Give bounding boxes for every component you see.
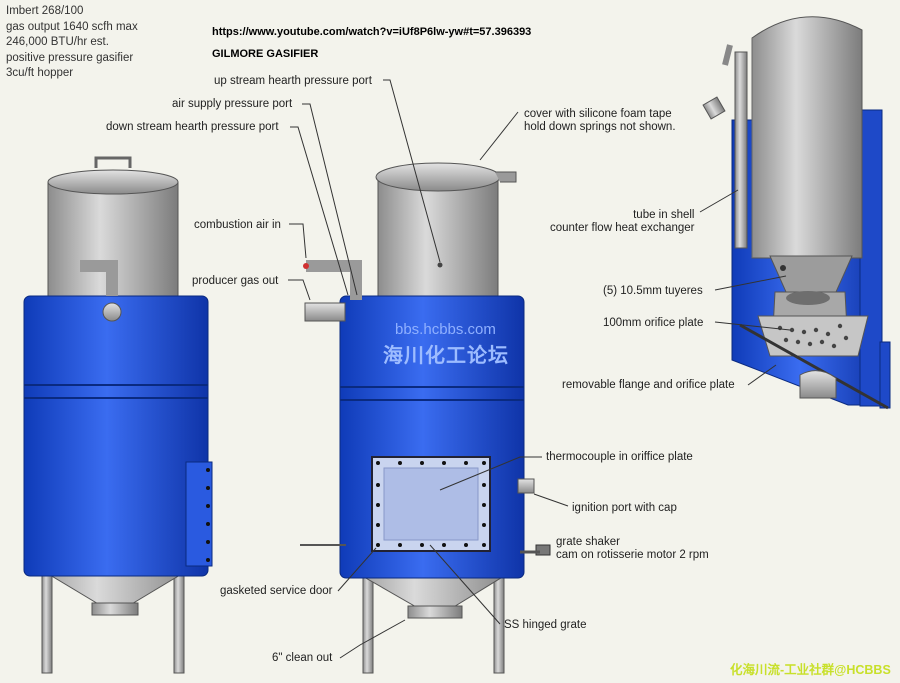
label-clean-out: 6" clean out (272, 652, 333, 664)
watermark-site: bbs.hcbbs.com (395, 321, 496, 338)
label-grate-shaker: grate shaker cam on rotisserie motor 2 r… (556, 536, 709, 561)
left-gasifier (23, 156, 213, 674)
source-url: https://www.youtube.com/watch?v=iUf8P6lw… (212, 26, 532, 38)
leader-lines (288, 79, 791, 659)
spec-line: 246,000 BTU/hr est. (6, 36, 109, 48)
label-upstream-port: up stream hearth pressure port (214, 75, 372, 87)
label-air-supply-port: air supply pressure port (172, 98, 293, 110)
label-tuyeres: (5) 10.5mm tuyeres (603, 285, 703, 297)
diagram-title: GILMORE GASIFIER (212, 48, 319, 60)
label-heat-exchanger: tube in shell counter flow heat exchange… (550, 209, 695, 234)
center-gasifier (300, 162, 551, 674)
label-cover: cover with silicone foam tape hold down … (524, 108, 676, 133)
spec-line: positive pressure gasifier (6, 51, 134, 64)
spec-line: 3cu/ft hopper (6, 67, 74, 79)
label-service-door: gasketed service door (220, 585, 333, 597)
label-hinged-grate: SS hinged grate (504, 619, 587, 631)
spec-line: Imbert 268/100 (6, 5, 84, 17)
spec-line: gas output 1640 scfh max (6, 20, 138, 33)
label-orifice-plate: 100mm orifice plate (603, 317, 704, 329)
cutaway-view (702, 16, 891, 410)
watermark-forum: 海川化工论坛 (383, 345, 509, 367)
label-combustion-air: combustion air in (194, 219, 281, 231)
label-ignition-port: ignition port with cap (572, 502, 677, 514)
label-producer-gas: producer gas out (192, 275, 279, 287)
spec-block: Imbert 268/100 gas output 1640 scfh max … (6, 4, 138, 82)
label-downstream-port: down stream hearth pressure port (106, 121, 279, 133)
label-thermocouple: thermocouple in oriffice plate (546, 451, 693, 463)
label-removable-flange: removable flange and orifice plate (562, 379, 735, 391)
watermark-footer: 化海川流-工业社群@HCBBS (730, 663, 891, 677)
